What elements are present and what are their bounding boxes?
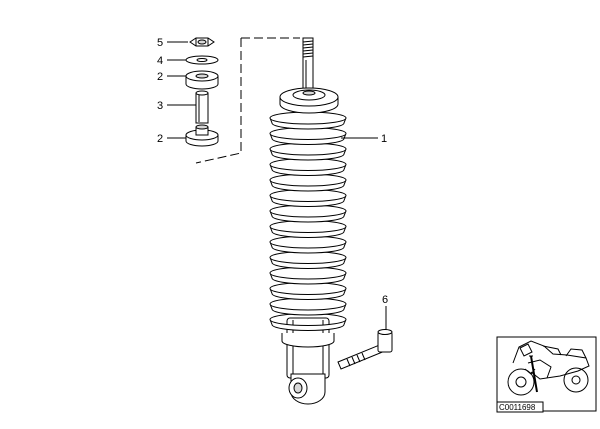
part-3-sleeve [195, 90, 209, 124]
spring-coil [269, 272, 347, 285]
part-2-bushing-upper [185, 70, 219, 90]
spring-coil [269, 288, 347, 300]
spring-coil [269, 257, 347, 269]
spring-coil [269, 133, 347, 145]
callout-2-upper: 2 [157, 71, 163, 83]
thumb-strut-highlight [530, 355, 538, 393]
callout-3: 3 [157, 100, 163, 112]
spring-coil [269, 319, 347, 331]
spring-coil [269, 164, 347, 176]
spring-coil [269, 195, 347, 207]
part-4-washer [185, 55, 219, 65]
callout-4: 4 [157, 55, 163, 67]
part-6-bolt [337, 329, 393, 370]
bottom-eye-mount [288, 373, 326, 405]
callout-2-lower: 2 [157, 133, 163, 145]
coil-spring [269, 111, 347, 348]
callout-5: 5 [157, 37, 163, 49]
assembly-dashline-side [195, 38, 242, 164]
top-spring-seat [279, 87, 339, 114]
piston-rod [302, 37, 314, 91]
motorcycle-thumbnail: C0011698 [496, 336, 597, 413]
spring-coil [269, 179, 347, 192]
spring-coil [269, 226, 347, 238]
reference-code: C0011698 [499, 403, 536, 412]
thumb-rear-wheel [563, 367, 589, 393]
thumb-front-wheel [507, 368, 535, 396]
spring-coil [269, 210, 347, 223]
callout-6: 6 [382, 294, 388, 306]
part-5-nut [189, 37, 215, 47]
spring-coil [269, 303, 347, 316]
part-2-bushing-lower [185, 124, 219, 147]
lower-spring-seat [281, 333, 335, 348]
part-1-shock-absorber [269, 37, 347, 405]
spring-coil [269, 117, 347, 130]
spring-coil [269, 241, 347, 254]
callout-1: 1 [381, 133, 387, 145]
spring-coil [269, 148, 347, 161]
